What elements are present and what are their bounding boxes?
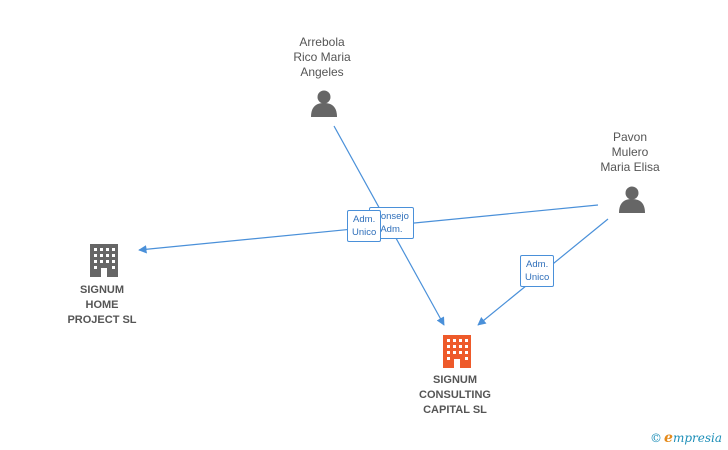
person-label-pavon[interactable]: Pavon Mulero Maria Elisa [600, 130, 660, 174]
copyright-icon: © [650, 431, 663, 445]
edge-label-adm-unico-2: Adm. Unico [520, 255, 555, 287]
person-label-arrebola[interactable]: Arrebola Rico Maria Angeles [293, 35, 351, 79]
company-label-signum-consulting[interactable]: SIGNUM CONSULTING CAPITAL SL [419, 374, 491, 416]
company-label-signum-home[interactable]: SIGNUM HOME PROJECT SL [67, 284, 137, 326]
brand-initial: e [664, 430, 673, 446]
edge-label-adm-unico: Adm. Unico [347, 210, 382, 242]
brand-name: mpresia [672, 431, 722, 445]
person-icon[interactable] [311, 90, 337, 118]
copyright-logo: ©empresia [650, 430, 722, 446]
building-icon[interactable] [90, 244, 118, 277]
building-icon-highlighted[interactable] [443, 335, 471, 368]
person-icon[interactable] [619, 186, 645, 214]
